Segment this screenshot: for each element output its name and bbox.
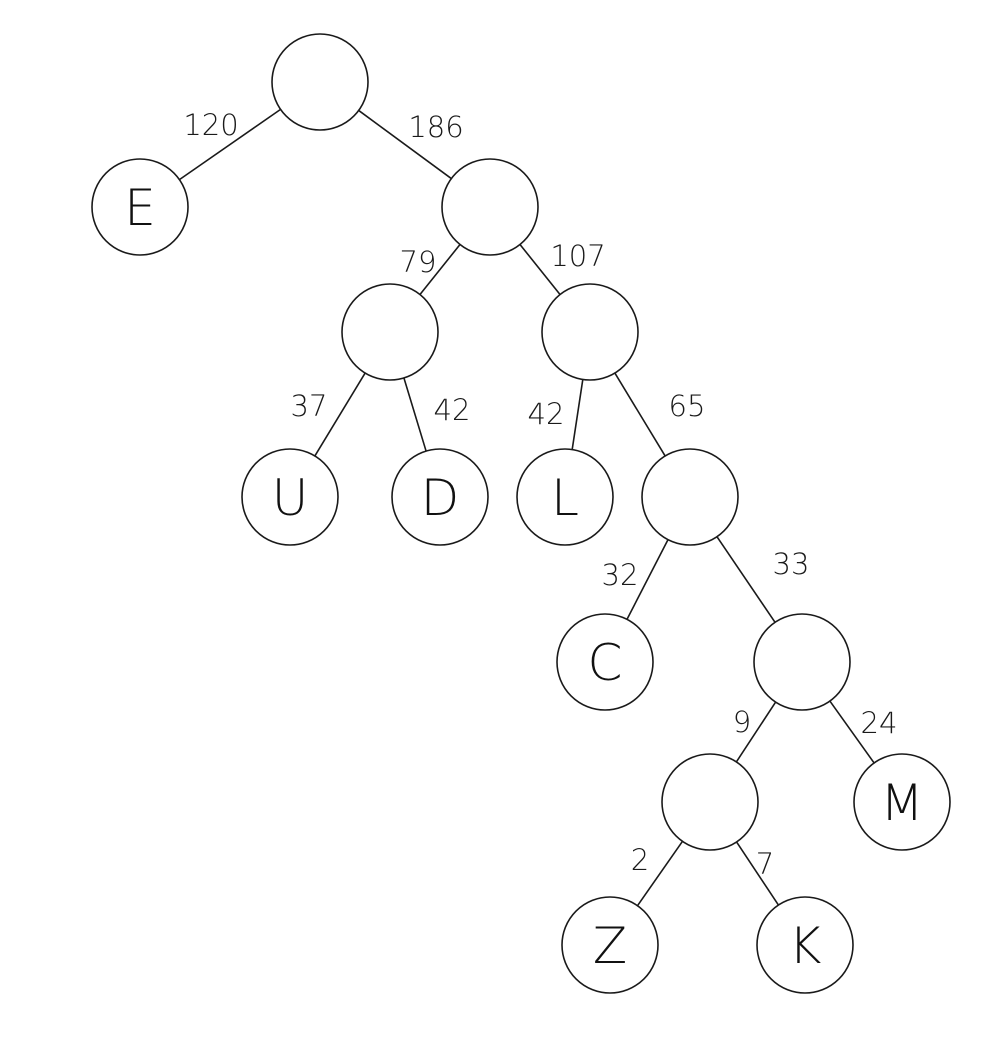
edge-root-n186 bbox=[358, 109, 452, 180]
edge-weight-label: 42 bbox=[528, 397, 565, 431]
leaf-node-d: D bbox=[391, 448, 489, 546]
node-circle bbox=[441, 158, 539, 256]
node-circle bbox=[271, 33, 369, 131]
edge-weight-label: 65 bbox=[669, 389, 706, 423]
node-circle bbox=[641, 448, 739, 546]
node-circle bbox=[341, 283, 439, 381]
internal-node bbox=[271, 33, 369, 131]
edge-weight-label: 9 bbox=[733, 705, 751, 739]
edge-n33-n9 bbox=[735, 701, 777, 763]
edge-weight-label: 107 bbox=[550, 239, 605, 273]
edge-n79-u bbox=[314, 372, 366, 457]
node-label: C bbox=[588, 634, 623, 692]
edge-labels-layer: 120 186 79 107 37 42 42 65 32 33 9 24 2 7 bbox=[183, 108, 897, 881]
node-label: M bbox=[880, 774, 923, 832]
edge-weight-label: 42 bbox=[434, 393, 471, 427]
nodes-layer: E U D L C M Z K bbox=[91, 33, 951, 994]
edge-weight-label: 7 bbox=[756, 847, 774, 881]
node-circle bbox=[516, 448, 614, 546]
edge-weight-label: 186 bbox=[408, 110, 463, 144]
node-label: L bbox=[551, 469, 579, 527]
edge-weight-label: 32 bbox=[602, 558, 639, 592]
internal-node bbox=[541, 283, 639, 381]
edge-weight-label: 24 bbox=[861, 706, 898, 740]
node-label: E bbox=[124, 179, 156, 237]
node-circle bbox=[661, 753, 759, 851]
node-circle bbox=[241, 448, 339, 546]
internal-node bbox=[441, 158, 539, 256]
edge-n9-k bbox=[735, 841, 780, 906]
leaf-node-u: U bbox=[241, 448, 339, 546]
node-label: Z bbox=[593, 917, 627, 975]
edge-n65-c bbox=[626, 539, 669, 620]
leaf-node-e: E bbox=[91, 158, 189, 256]
internal-node bbox=[753, 613, 851, 711]
edge-root-e bbox=[178, 108, 282, 181]
edge-n107-l bbox=[571, 379, 584, 450]
node-circle bbox=[91, 158, 189, 256]
edge-n79-d bbox=[403, 377, 427, 452]
edge-weight-label: 120 bbox=[183, 108, 238, 142]
leaf-node-l: L bbox=[516, 448, 614, 546]
edge-weight-label: 79 bbox=[400, 245, 437, 279]
edge-n186-n107 bbox=[519, 243, 561, 296]
edges-layer bbox=[178, 108, 875, 907]
edge-weight-label: 37 bbox=[291, 389, 328, 423]
node-circle bbox=[753, 613, 851, 711]
node-circle bbox=[756, 896, 854, 994]
edge-weight-label: 2 bbox=[631, 843, 649, 877]
internal-node bbox=[641, 448, 739, 546]
leaf-node-z: Z bbox=[561, 896, 659, 994]
node-label: U bbox=[272, 469, 309, 527]
edge-n9-z bbox=[636, 840, 684, 907]
edge-n107-n65 bbox=[614, 372, 666, 457]
edge-n65-n33 bbox=[716, 536, 776, 623]
edge-n33-m bbox=[829, 700, 875, 764]
node-circle bbox=[561, 896, 659, 994]
node-label: D bbox=[421, 469, 460, 527]
internal-node bbox=[341, 283, 439, 381]
edge-n186-n79 bbox=[419, 243, 461, 296]
internal-node bbox=[661, 753, 759, 851]
leaf-node-c: C bbox=[556, 613, 654, 711]
node-circle bbox=[541, 283, 639, 381]
node-label: K bbox=[789, 917, 822, 975]
leaf-node-m: M bbox=[853, 753, 951, 851]
leaf-node-k: K bbox=[756, 896, 854, 994]
node-circle bbox=[853, 753, 951, 851]
node-circle bbox=[391, 448, 489, 546]
node-circle bbox=[556, 613, 654, 711]
edge-weight-label: 33 bbox=[773, 547, 810, 581]
